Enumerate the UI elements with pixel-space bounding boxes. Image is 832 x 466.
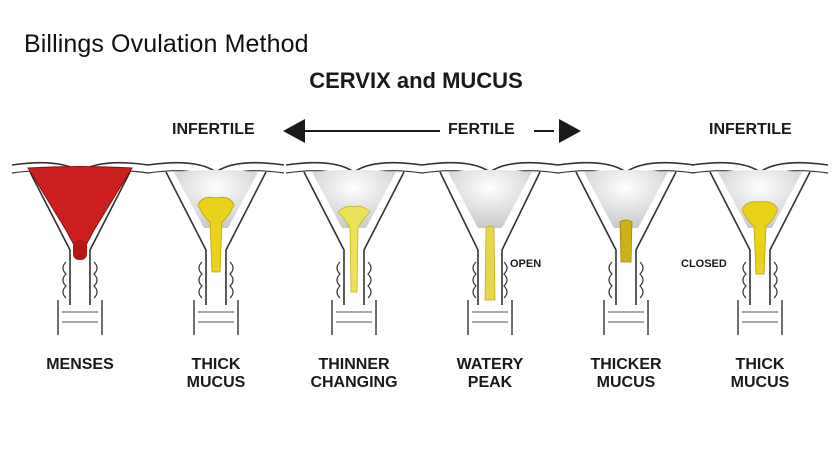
caption-thicker-mucus: THICKER MUCUS (561, 356, 691, 392)
organ-thinner-changing (285, 161, 423, 335)
diagram-title: CERVIX and MUCUS (309, 68, 523, 93)
arrow-line-left (300, 130, 440, 132)
organ-thicker-mucus (557, 161, 695, 335)
organ-thick-mucus (147, 161, 285, 335)
organ-menses (11, 161, 149, 335)
organ-thick-mucus-right (691, 161, 829, 335)
phase-label-infertile-right: INFERTILE (709, 121, 792, 138)
caption-watery-peak: WATERY PEAK (425, 356, 555, 392)
caption-line1: THICK (191, 356, 241, 373)
organ-watery-peak (421, 161, 559, 335)
caption-line2: PEAK (467, 374, 513, 391)
caption-thick-mucus: THICK MUCUS (151, 356, 281, 392)
slide-title: Billings Ovulation Method (24, 30, 309, 58)
caption-line1: THINNER (318, 356, 390, 373)
phase-label-infertile-left: INFERTILE (172, 121, 255, 138)
caption-line2: MUCUS (186, 374, 246, 391)
caption-line2: CHANGING (310, 374, 398, 391)
caption-line2: MUCUS (596, 374, 656, 391)
caption-line2: MUCUS (730, 374, 790, 391)
annotation-open: OPEN (510, 258, 542, 270)
arrow-line-right (534, 130, 554, 132)
caption-thinner-changing: THINNER CHANGING (289, 356, 419, 392)
annotation-closed: CLOSED (681, 258, 727, 270)
arrow-right-icon (559, 119, 581, 143)
phase-label-fertile: FERTILE (448, 121, 515, 138)
caption-thick-mucus-right: THICK MUCUS (695, 356, 825, 392)
caption-menses: MENSES (15, 356, 145, 374)
caption-line1: THICK (735, 356, 785, 373)
caption-line1: WATERY (456, 356, 524, 373)
arrow-left-icon (283, 119, 305, 143)
caption-line1: THICKER (590, 356, 662, 373)
caption-line1: MENSES (46, 356, 114, 373)
